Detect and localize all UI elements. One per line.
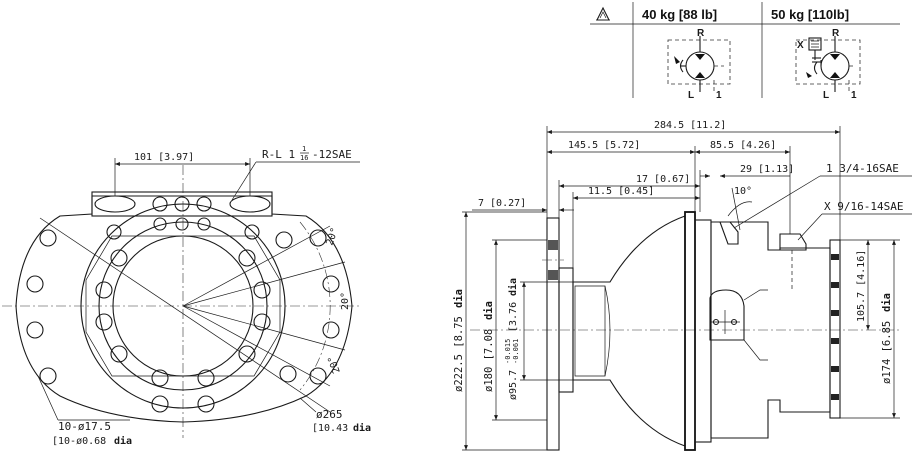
angle-ray: [182, 305, 331, 387]
angle-ray: [182, 261, 346, 307]
bolt-head: [196, 196, 212, 212]
bolt-head: [152, 196, 168, 212]
pilot-bore: [98, 221, 268, 391]
angle-ray: [182, 305, 346, 351]
angle-label: 20°: [324, 226, 341, 247]
mounting-holes: [26, 229, 340, 385]
bolt-head: [197, 217, 211, 231]
dim-145: 145.5 [5.72]: [568, 140, 640, 151]
output-flange: [546, 217, 560, 451]
dim-port-spacing: 101 [3.97]: [134, 152, 194, 163]
port-l: [229, 195, 271, 213]
diameter-leader: [39, 217, 331, 413]
dia-word: dia: [507, 278, 519, 296]
port-r-label: R: [697, 28, 705, 39]
dia-word: dia: [483, 301, 495, 320]
leader-line: [37, 375, 59, 421]
bolt-head: [175, 217, 189, 231]
dia-word: dia: [453, 289, 465, 308]
holes-callout-dia: dia: [114, 435, 132, 447]
motor-symbol-brake: X R L 1: [795, 28, 861, 101]
dim-85: 85.5 [4.26]: [710, 140, 776, 151]
thread-x: X 9/16-14SAE: [824, 200, 903, 213]
shaft-boss-curve: [604, 285, 611, 377]
dim-11: 11.5 [0.45]: [588, 186, 654, 197]
mounting-lug: [709, 289, 745, 341]
bolt-circle-arc: [299, 221, 331, 391]
dia-174: ø174 [6.85: [881, 321, 893, 384]
dim-overall: 284.5 [11.2]: [654, 120, 726, 131]
leader-line: [733, 175, 821, 229]
side-view: 284.5 [11.2] 145.5 [5.72] 85.5 [4.26] 29…: [453, 120, 912, 451]
front-view: 101 [3.97] R-L 1 1 16 -12SAE 20° 20° 20°…: [2, 145, 371, 447]
housing-outline: [15, 195, 353, 423]
weight-table: 40 kg [88 lb] 50 kg [110lb] R L 1: [590, 2, 900, 101]
body-inner: [85, 235, 281, 377]
motor-symbol-standard: R L 1: [667, 28, 731, 101]
leader-line: [231, 161, 257, 201]
holes-callout-mm: 10-ø17.5: [58, 420, 111, 433]
port-thread-prefix: R-L 1: [262, 148, 295, 161]
dia-word: dia: [881, 293, 893, 312]
dia-95-b: [3.76: [508, 302, 519, 332]
housing-cone: [572, 215, 686, 447]
port-l-label: L: [823, 90, 829, 101]
weight-icon: [596, 6, 610, 21]
rear-bolts: [831, 254, 839, 400]
bolt-circle-in: [10.43: [312, 423, 348, 434]
port-x-label: X: [797, 40, 804, 51]
angle-10: 10°: [734, 186, 752, 197]
dia-222: ø222.5 [8.75: [453, 316, 465, 392]
port-thread-frac-num: 1: [302, 145, 306, 153]
bolt-circle-mm: ø265: [316, 408, 343, 421]
port-r: [94, 195, 136, 213]
angle-ray: [182, 225, 331, 307]
angle-label: 20°: [326, 354, 343, 375]
flange-ring: [80, 203, 286, 409]
bolt-head: [174, 196, 190, 212]
hatch-top: [548, 240, 558, 250]
port-l-label: L: [688, 90, 694, 101]
shaft-boss: [574, 285, 606, 377]
dia-95-tol-top: -0.015: [504, 339, 512, 364]
dia-180: ø180 [7.08: [483, 329, 495, 392]
port-thread-suffix: -12SAE: [312, 148, 352, 161]
dim-17: 17 [0.67]: [636, 174, 690, 185]
weight-standard: 40 kg [88 lb]: [642, 7, 717, 22]
port-boss: [719, 221, 739, 245]
dim-29: 29 [1.13]: [740, 164, 794, 175]
rear-cap: [829, 239, 841, 419]
thread-main: 1 3/4-16SAE: [826, 162, 899, 175]
dia-95-tol-bot: -0.061: [512, 339, 520, 364]
dim-7: 7 [0.27]: [478, 198, 526, 209]
leader-line: [797, 213, 823, 241]
port-r-label: R: [832, 28, 840, 39]
body-contour: [743, 339, 768, 361]
angle-arc: [727, 201, 753, 217]
weight-with-brake: 50 kg [110lb]: [771, 7, 849, 22]
dim-105: 105.7 [4.16]: [856, 250, 867, 322]
port-block: [91, 191, 273, 217]
dia-95-a: ø95.7: [508, 370, 519, 400]
x-port-boss: [779, 233, 807, 251]
body-contour: [743, 289, 768, 301]
hatch-bottom: [548, 270, 558, 280]
port-1-label: 1: [851, 90, 857, 101]
port-1-label: 1: [716, 90, 722, 101]
port-thread-frac-den: 16: [300, 154, 308, 162]
main-flange: [684, 211, 696, 451]
leader-line: [299, 397, 317, 413]
angle-label: 20°: [340, 292, 351, 310]
holes-callout-in: [10-ø0.68: [52, 436, 106, 447]
bolt-head: [153, 217, 167, 231]
angle-ray: [731, 187, 741, 231]
ring-bolts: [95, 224, 271, 413]
bolt-circle-dia: dia: [353, 422, 371, 434]
flange-step: [694, 219, 712, 443]
